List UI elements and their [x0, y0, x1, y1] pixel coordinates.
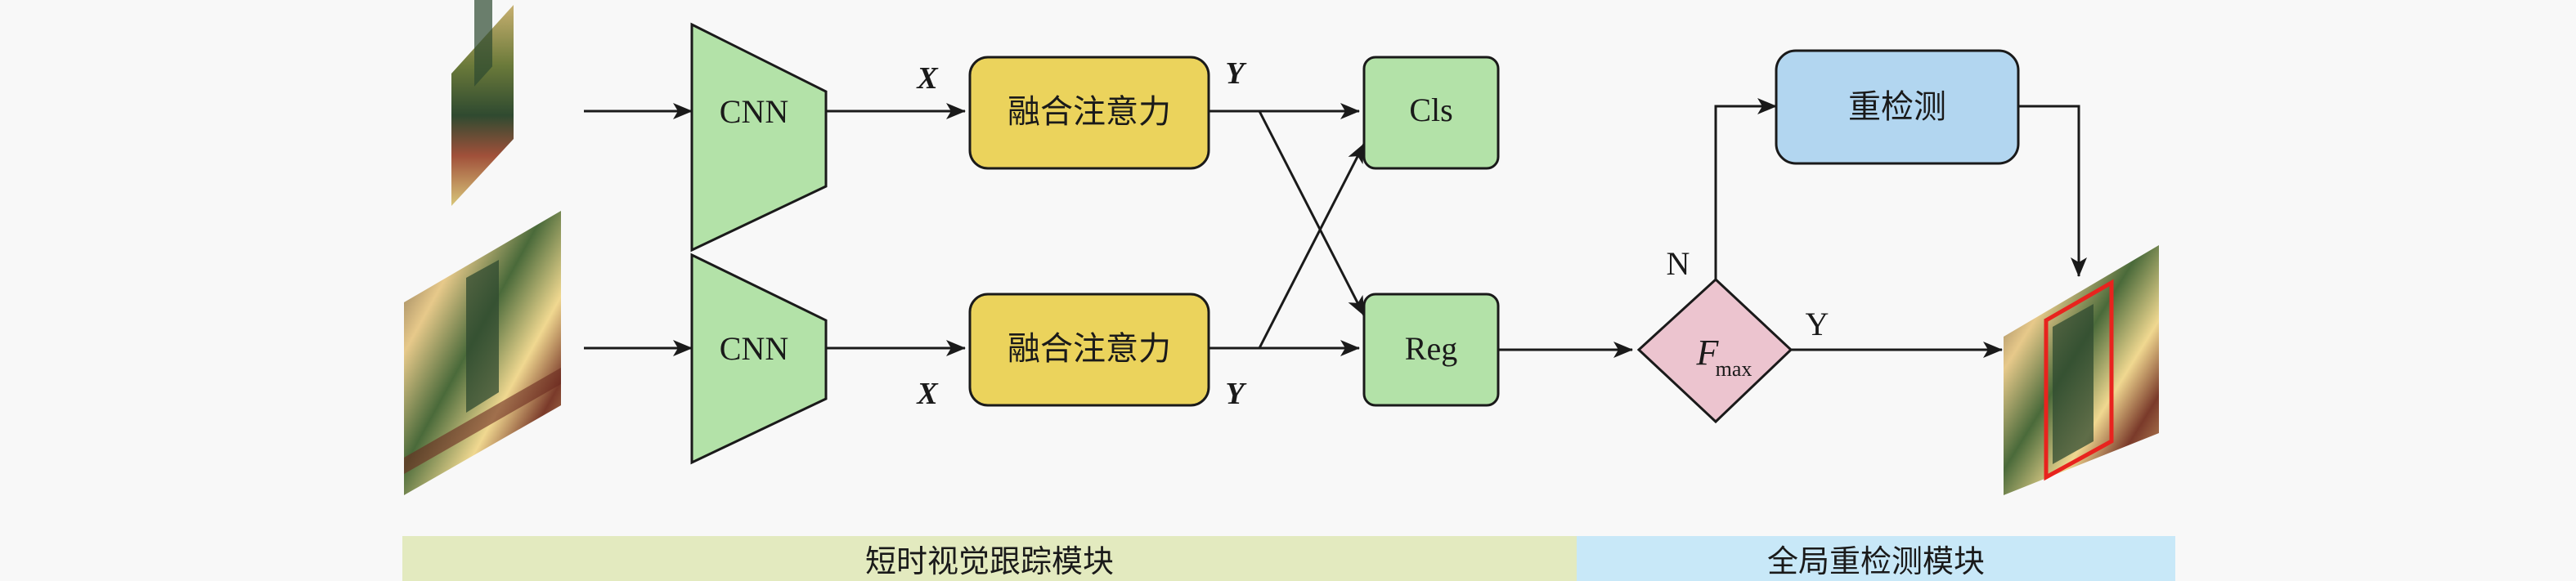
redetect-label: 重检测: [1848, 88, 1946, 126]
y-label-bottom: Y: [1225, 377, 1247, 411]
fusion-attention-bottom: [968, 293, 1210, 407]
cnn-top-label: CNN: [720, 93, 788, 130]
fmax-main: F: [1696, 333, 1720, 373]
global-redetect-label: 全局重检测模块: [1766, 543, 1985, 579]
cls-label: Cls: [1409, 92, 1452, 128]
reg-label: Reg: [1405, 330, 1457, 367]
bounding-box: [2044, 279, 2114, 481]
y-label-top: Y: [1225, 56, 1247, 91]
output-image-icon: [2004, 245, 2159, 495]
no-label: N: [1667, 245, 1690, 282]
arrow-bottom-fusion-to-cls: [1258, 143, 1366, 349]
fusion-attention-top: [968, 56, 1210, 170]
fmax-label: F: [1696, 333, 1720, 373]
cnn-top-trapezoid: [690, 22, 828, 253]
arrow-top-fusion-to-reg: [1258, 110, 1366, 316]
x-label-bottom: X: [916, 377, 939, 411]
short-term-tracking-band: 短时视觉跟踪模块: [402, 536, 1577, 581]
arrow-decision-no-to-redetect: [1714, 98, 1777, 279]
cnn-bottom-trapezoid: [690, 253, 828, 465]
search-image-icon: [404, 211, 561, 495]
yes-label: Y: [1806, 306, 1829, 342]
fusion-attention-top-label: 融合注意力: [1008, 93, 1171, 131]
template-image-icon: [451, 0, 514, 206]
fmax-subscript: max: [1716, 357, 1752, 381]
short-term-tracking-label: 短时视觉跟踪模块: [864, 543, 1114, 579]
global-redetect-band: 全局重检测模块: [1577, 536, 2175, 581]
cnn-bottom-label: CNN: [720, 330, 788, 367]
fmax-decision-diamond: [1636, 277, 1793, 424]
fusion-attention-bottom-label: 融合注意力: [1008, 330, 1171, 368]
cls-box: [1362, 56, 1500, 170]
x-label-top: X: [916, 61, 939, 96]
arrow-redetect-to-output: [2018, 105, 2087, 277]
